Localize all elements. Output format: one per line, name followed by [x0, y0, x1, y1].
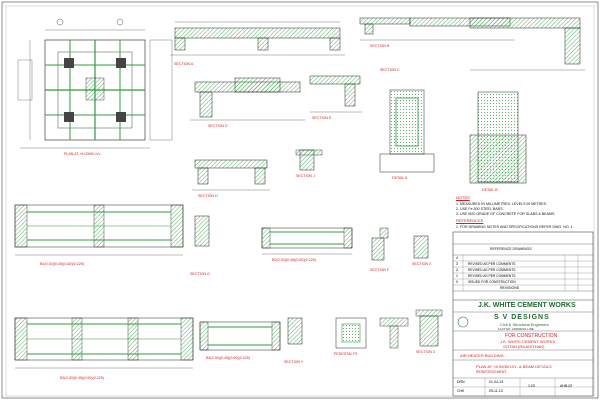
rev-description: REVISED AS PER COMMENTS [468, 274, 516, 278]
pedestal-title: PEDESTAL P1 [334, 352, 358, 356]
section-a1-view [170, 21, 345, 56]
section-x-title: SECTION X [412, 262, 432, 266]
note-item: 1. MEASURED IN MILLIMETRES, LEVELS IN ME… [456, 202, 548, 206]
rev-description: REVISED AS PER COMMENTS [468, 268, 516, 272]
pedestal-view [335, 317, 409, 349]
revisions-heading: REVISIONS [500, 286, 520, 290]
beam-1-title: B1(0.30)(0.45)(0.60)(0.225) [40, 262, 84, 266]
detail-a-title: DETAIL A [392, 176, 408, 180]
section-y-view [287, 317, 303, 345]
sheet-number: AHB-02 [560, 384, 573, 388]
section-z-view [415, 309, 443, 347]
note-item: 3. USE M20 GRADE OF CONCRETE FOR SLABS &… [456, 212, 556, 216]
drawing-date-2: 25-11-13 [489, 389, 503, 393]
note-item: 2. USE Fe 500 STEEL BARS. [456, 207, 504, 211]
section-e-title: SECTION E [312, 116, 332, 120]
status-label: FOR CONSTRUCTION [505, 333, 558, 339]
drawing-date-1: 01-04-13 [489, 380, 504, 384]
section-y-title: SECTION Y [284, 360, 304, 364]
beam-3-elevation [14, 317, 194, 369]
project-name: J.K. WHITE CEMENT WORKS [500, 339, 556, 344]
rev-number: 2 [456, 268, 458, 272]
section-b1-view [359, 17, 515, 41]
drawing-subtitle: REINFORCEMENT [476, 370, 507, 374]
section-e-view [309, 75, 362, 113]
section-g-view [194, 215, 210, 247]
section-h-title: SECTION H [198, 194, 218, 198]
firm-name: S V DESIGNS [494, 314, 550, 321]
section-h-view [192, 159, 270, 191]
sheet-inner-border [5, 5, 595, 397]
rev-description: ISSUED FOR CONSTRUCTION [468, 280, 516, 284]
reference-item: 1. FOR DRAWING NOTES AND SPECIFICATIONS … [456, 225, 574, 229]
beam-3-title: B3(0.30)(0.45)(0.60)(0.225) [60, 376, 104, 380]
section-d-title: SECTION D [208, 124, 228, 128]
title-block [452, 231, 594, 397]
detail-a-view [379, 89, 435, 173]
project-location: GOTAN (RAJASTHAN) [503, 344, 545, 349]
plan-view [17, 18, 173, 149]
section-c1-view [469, 17, 585, 71]
building-name: AIR HEATER BUILDING [460, 353, 504, 358]
rev-description: REVISED AS PER COMMENTS [468, 262, 516, 266]
section-f-view [371, 227, 389, 261]
beam-2-title: B2(0.30)(0.45)(0.60)(0.225) [272, 258, 316, 262]
beam-2-elevation [261, 227, 353, 255]
section-d-view [190, 77, 305, 121]
small-section-view [295, 149, 323, 171]
notes-heading: NOTES [456, 195, 470, 200]
rev-number: 3 [456, 262, 458, 266]
section-z-title: SECTION Z [416, 350, 436, 354]
reference-drawings-heading: REFERENCE DRAWINGS [490, 247, 532, 251]
section-b-title: SECTION B [370, 44, 390, 48]
detail-b-view [469, 91, 527, 184]
drawing-title: PLAN AT +8.000M LVL. & BEAM DETAILS [476, 364, 552, 369]
detail-b-title: DETAIL B [482, 188, 498, 192]
beam-4-title: B4(0.30)(0.45)(0.60)(0.225) [206, 356, 250, 360]
checked-by: CHK [457, 389, 465, 393]
firm-subtitle: Civil & Structural Engineers [500, 322, 549, 327]
section-x-view [413, 235, 429, 259]
section-a-title: SECTION A [174, 62, 194, 66]
section-j-title: SECTION J [296, 174, 315, 178]
beam-4-elevation [199, 321, 281, 351]
firm-address: FLAT NO. ADDRESS LINE [498, 327, 534, 331]
drawing-scale: 1:20 [528, 384, 535, 388]
beam-1-elevation [14, 204, 184, 256]
section-f-title: SECTION F [370, 268, 390, 272]
section-c-title: SECTION C [380, 68, 400, 72]
references-heading: REFERENCES [456, 218, 484, 223]
drawn-by: DRN [457, 380, 465, 384]
section-g-title: SECTION G [190, 272, 210, 276]
plan-title: PLAN AT +8.000M LVL. [64, 152, 102, 156]
rev-number: 4 [456, 256, 458, 260]
client-name: J.K. WHITE CEMENT WORKS [478, 302, 576, 309]
rev-number: 0 [456, 280, 458, 284]
rev-number: 1 [456, 274, 458, 278]
